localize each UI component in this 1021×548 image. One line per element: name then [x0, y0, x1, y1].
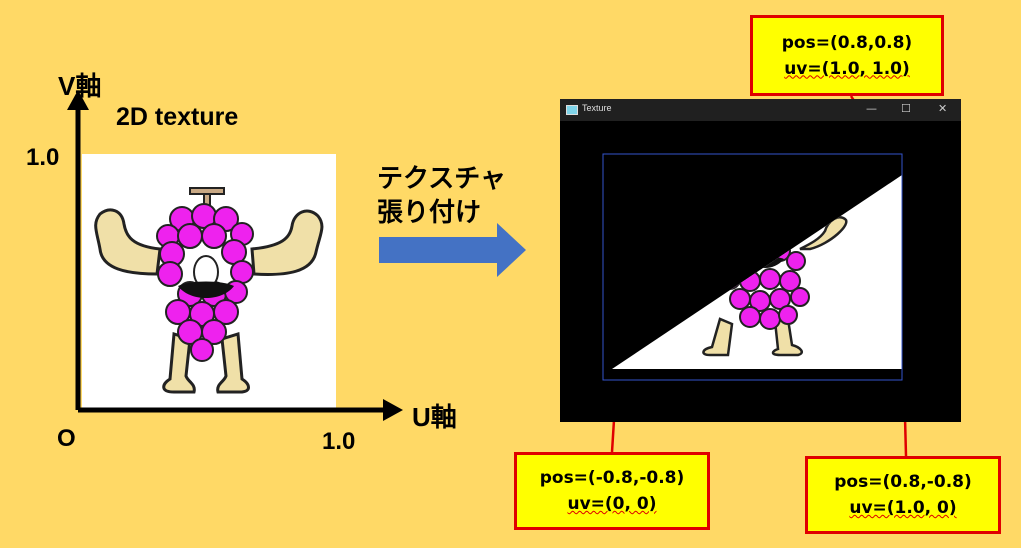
texture-window: Texture — ☐ ✕	[560, 99, 961, 422]
v-max-label: 1.0	[26, 144, 60, 171]
window-app-icon	[566, 105, 578, 115]
texture-image	[82, 154, 336, 410]
blue-arrow-shape	[379, 223, 526, 277]
textured-triangle	[612, 175, 902, 369]
v-axis-arrowhead	[67, 90, 89, 110]
maximize-icon[interactable]: ☐	[901, 102, 911, 115]
callout-bottom-right-uv: uv=(1.0, 0)	[849, 498, 957, 518]
callout-bottom-left-pos: pos=(-0.8,-0.8)	[539, 468, 685, 488]
close-icon[interactable]: ✕	[938, 102, 948, 115]
u-axis-arrowhead	[383, 399, 403, 421]
minimize-icon[interactable]: —	[866, 102, 877, 115]
u-max-label: 1.0	[322, 428, 356, 455]
callout-bottom-right: pos=(0.8,-0.8) uv=(1.0, 0)	[805, 456, 1001, 534]
callout-bottom-left-uv: uv=(0, 0)	[567, 494, 657, 514]
callout-top-right-uv: uv=(1.0, 1.0)	[784, 58, 910, 79]
v-axis-label: V軸	[58, 71, 102, 101]
callout-bottom-left: pos=(-0.8,-0.8) uv=(0, 0)	[514, 452, 710, 530]
arrow-caption-line2: 張り付け	[377, 198, 482, 228]
callout-top-right: pos=(0.8,0.8) uv=(1.0, 1.0)	[750, 15, 944, 96]
grape-character-illustration	[94, 187, 324, 394]
arrow-caption-line1: テクスチャ	[377, 164, 506, 194]
arrow-caption: テクスチャ 張り付け	[377, 162, 506, 230]
window-title: Texture	[582, 103, 612, 113]
callout-top-right-pos: pos=(0.8,0.8)	[781, 32, 913, 53]
texture-title: 2D texture	[116, 103, 239, 131]
render-canvas	[602, 153, 903, 381]
callout-bottom-right-pos: pos=(0.8,-0.8)	[834, 472, 972, 492]
ndc-square-outline	[602, 153, 903, 381]
origin-label: O	[57, 425, 76, 452]
window-titlebar[interactable]: Texture — ☐ ✕	[560, 99, 961, 121]
u-axis-label: U軸	[412, 402, 457, 432]
